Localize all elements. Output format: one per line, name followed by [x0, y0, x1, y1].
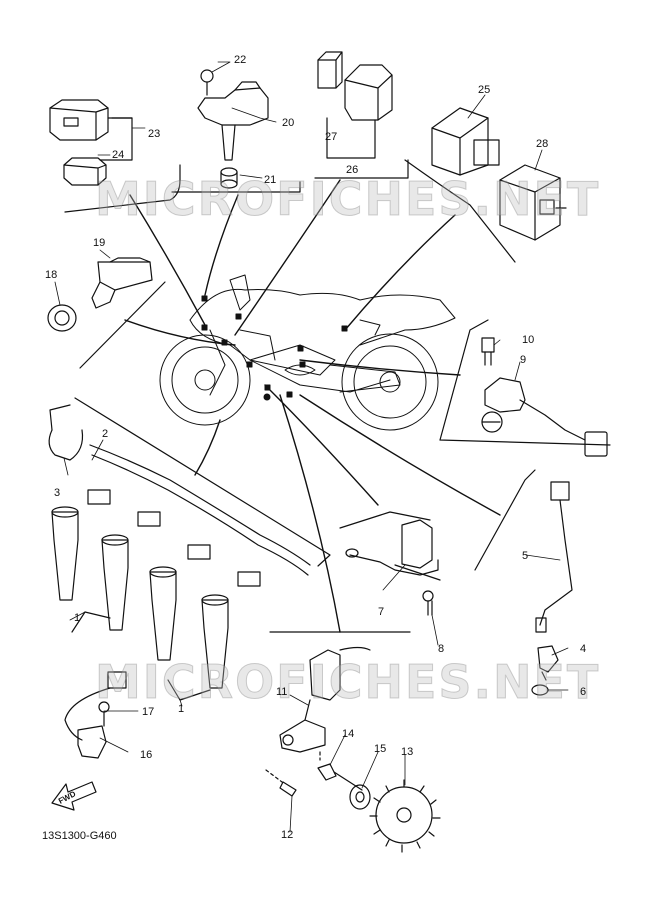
part-label-17: 17: [142, 706, 155, 718]
part-label-23: 23: [148, 128, 161, 140]
part-label-1b: 1: [178, 703, 185, 715]
bolt-8: [422, 590, 434, 616]
part-label-16: 16: [140, 749, 153, 761]
sensor-5-lead: [535, 481, 573, 633]
part-label-13: 13: [401, 746, 414, 758]
part-label-26: 26: [346, 164, 359, 176]
part-label-11: 11: [276, 686, 288, 698]
part-label-28: 28: [536, 138, 549, 150]
bolt-22: [200, 69, 214, 96]
sensor-11: [279, 646, 371, 753]
relay-23: [49, 99, 109, 141]
part-label-25: 25: [478, 84, 491, 96]
sensor-9: [481, 377, 608, 457]
bracket-left-mid: [79, 281, 166, 369]
part-label-22: 22: [234, 54, 247, 66]
bracket-top-right: [404, 159, 516, 263]
bolt-14: [317, 751, 363, 791]
part-label-4: 4: [580, 643, 587, 655]
diagram-code: 13S1300-G460: [42, 830, 117, 842]
part-label-5: 5: [522, 550, 529, 562]
washer-15: [349, 784, 371, 810]
part-label-18: 18: [45, 269, 58, 281]
part-label-6: 6: [580, 686, 587, 698]
control-unit-25: [431, 107, 500, 176]
ignition-coil-1d: [201, 594, 229, 689]
part-label-20: 20: [282, 117, 295, 129]
bracket-top-mid: [171, 181, 301, 193]
bracket-speed: [474, 469, 536, 571]
ignition-coil-1a: [51, 506, 79, 601]
label-leaders: [54, 61, 569, 833]
washer-18: [47, 304, 77, 332]
part-label-15: 15: [374, 743, 387, 755]
part-label-14: 14: [342, 728, 355, 740]
harness-2: [87, 444, 311, 587]
bolt-10: [481, 337, 495, 366]
part-label-12: 12: [281, 829, 294, 841]
leader-lines: [124, 179, 501, 633]
intake-pressure-sensor-20: [197, 81, 269, 161]
relay-24: [63, 157, 107, 186]
bolt-17: [98, 701, 110, 727]
temp-sensor-19: [91, 257, 153, 309]
part-label-2: 2: [102, 428, 109, 440]
bracket-pickup: [339, 511, 431, 529]
part-label-10: 10: [522, 334, 535, 346]
gear-13: [369, 779, 441, 853]
bracket-right-mid: [439, 319, 611, 446]
part-label-7: 7: [378, 606, 385, 618]
pickup-coil-7: [345, 519, 441, 581]
bracket-top-right-small: [314, 159, 409, 179]
bolt-12: [265, 769, 297, 797]
watermark-bottom: MICROFICHES.NET: [94, 655, 601, 710]
ignition-coil-1c: [149, 566, 177, 661]
part-label-27: 27: [325, 131, 338, 143]
watermark-top: MICROFICHES.NET: [94, 172, 601, 227]
motorcycle: [159, 274, 456, 431]
part-label-19: 19: [93, 237, 106, 249]
fwd-arrow-icon: [51, 781, 97, 811]
part-label-8: 8: [438, 643, 445, 655]
ignition-coil-1b: [101, 534, 129, 631]
part-label-3: 3: [54, 487, 61, 499]
sensor-4: [537, 645, 559, 681]
sensor-16: [64, 671, 127, 759]
part-label-9: 9: [520, 354, 527, 366]
part-label-1a: 1: [74, 612, 81, 624]
part-label-21: 21: [264, 174, 277, 186]
relay-26: [344, 64, 393, 121]
relay-27: [317, 51, 343, 89]
grommet-21: [220, 167, 238, 189]
bracket-harness: [74, 397, 331, 567]
regulator-28: [499, 164, 567, 241]
clip-3: [48, 404, 84, 461]
part-label-24: 24: [112, 149, 125, 161]
